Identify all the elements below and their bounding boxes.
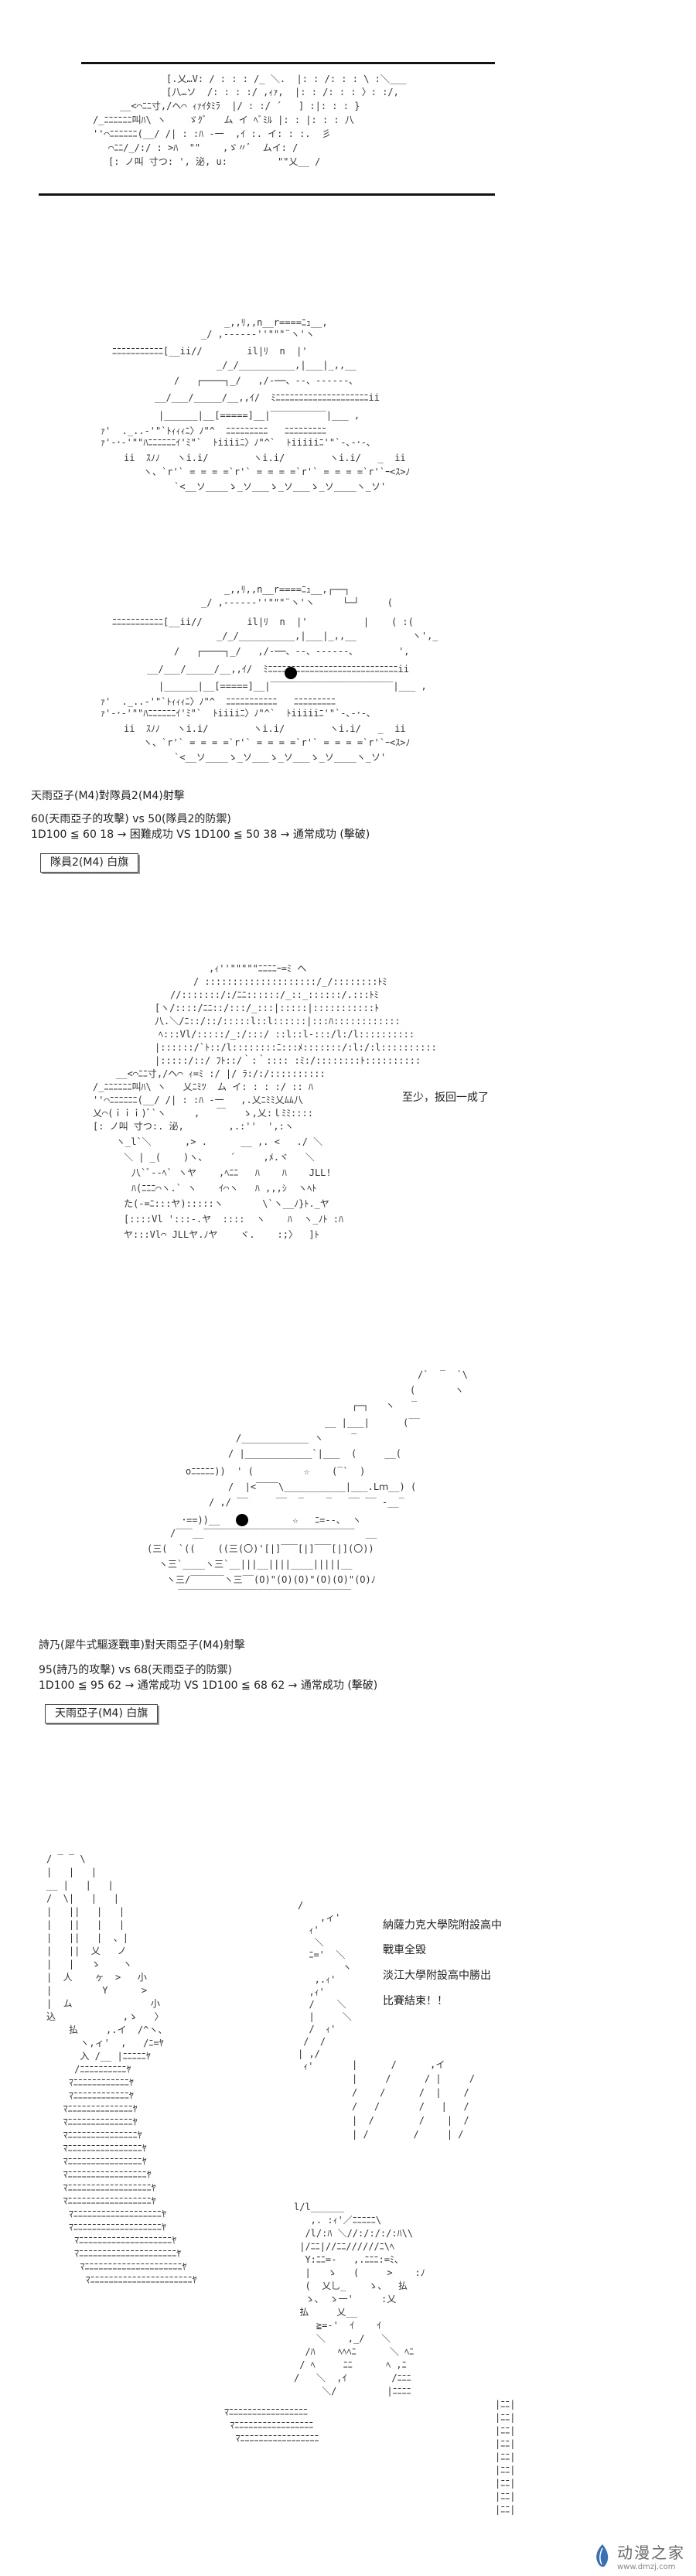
tank-aa-line: ヽ三/‾‾‾‾‾‾ヽ三‾‾(O)"(O)(O)"(O)(O)"(O)ﾉ [166, 1574, 376, 1585]
girl-aa-line: ヽ_l`＼ ,> . __ ,. < ./ ＼ [116, 1136, 323, 1147]
tank-aa-line: ┌─┐ ヽ ‾ [352, 1400, 418, 1411]
header-aa-line: ⌒ﾆﾆ/_/:/ : >ﾊ "" ,ゞ〃ﾞ ムイ: / [108, 142, 299, 153]
tank-aa-line: ii ｽﾉﾉ ヽi.i/ ヽi.i/ ヽi.i/ _ ii [124, 723, 406, 734]
tank-aa-line: `<__ソ____ゝ_ソ___ゝ_ソ___ゝ_ソ____ヽ_ソ' [174, 752, 387, 763]
lightning-ascii-art: / ,ィ' ｨ' ＼ ﾆ=' ＼ ヽ ,.ｨ' ,ｨ' / ＼ | ＼ / ｨ'… [298, 1900, 352, 2072]
tank-aa-line: ﾆﾆﾆﾆﾆﾆﾆﾆﾆﾆﾆ[__ii// il|ﾘ n |' | ( :( [112, 617, 414, 627]
header-aa-line: [.乂…V: / : : : /_ ＼. |: : /: : : \ :＼___ [166, 73, 407, 84]
speed-lines-ascii-art: | / ,イ | / / | / / / / | / / / / | / | /… [352, 2059, 475, 2140]
attack-title: 詩乃(犀牛式驅逐戰車)對天雨亞子(M4)射擊 [39, 1639, 245, 1652]
watermark-text: 动漫之家 www.dmzj.com [617, 2540, 685, 2571]
tank-aa-line: __/___/_____/__,,ｲ/ ﾐﾆﾆﾆﾆﾆﾆﾆﾆﾆﾆﾆﾆﾆﾆﾆﾆﾆﾆﾆ… [155, 392, 380, 403]
raised-hand-ascii-art: / ‾ ‾ \ | | | __ | | | / \| | | | || | |… [46, 1853, 197, 2285]
bottom-rule [39, 193, 495, 196]
watermark-url: www.dmzj.com [617, 2563, 676, 2571]
shell-fire-dot [236, 1514, 248, 1526]
attack-versus: 60(天雨亞子的攻擊) vs 50(隊員2的防禦) [31, 813, 231, 825]
attack-roll: 1D100 ≦ 60 18 → 困難成功 VS 1D100 ≦ 50 38 → … [31, 828, 370, 841]
header-aa-line: [: ノ叫 寸つ: ', 泌, u: ""乂__ / [108, 156, 321, 167]
top-rule [81, 62, 495, 64]
tank-aa-line: ( ヽ [410, 1385, 464, 1396]
tank-aa-line: ･==))__ ☆ ﾆ=--､ ヽ [182, 1515, 362, 1525]
leaf-logo-icon [596, 2544, 609, 2567]
tank-aa-line: / |____________`|___ ( __( [228, 1448, 408, 1459]
girl-aa-line: |::::::/`ﾄ::/l::::::::ﾆ:::ﾒ:::::::/:l:/:… [155, 1042, 437, 1053]
tank-aa-line: ヽ、`r'` = = = =`r'` = = = =`r'` = = = =`r… [143, 466, 411, 477]
tank-aa-line: / ┌────┐_/ ,/‐──、‐-、‐‐‐‐‐-､ ', [174, 646, 410, 657]
tank-aa-line: _/_/__________,|___|_,,__ [217, 360, 357, 371]
tank-aa-line: /‾‾‾__‾‾‾‾‾‾‾‾‾‾‾‾‾‾‾‾‾‾‾‾‾‾‾‾‾‾‾ __ [170, 1528, 377, 1539]
header-aa-line: __<⌒ﾆﾆ寸,/ヘ⌒ ｨｧｲﾀﾐﾗ |/ : :/ ´ ] :|: : : } [120, 101, 360, 111]
tank-aa-line: |______|__[=====]__|‾‾‾‾‾‾‾‾‾‾‾‾‾‾‾‾‾‾‾‾… [159, 681, 427, 692]
tank-aa-line: __/___/_____/__,,ｲ/ ﾐﾆﾆﾆﾆﾆﾆﾆﾆﾆﾆﾆﾆﾆﾆﾆﾆﾆﾆﾆ… [147, 664, 409, 675]
tank-aa-line: _,,ﾘ,,n__r====ﾆｭ__,┌──┐ [224, 584, 350, 595]
tank-aa-line: / ┌────┐_/ ,/‐──、‐-、‐‐‐‐‐-､ [174, 375, 354, 386]
girl-aa-line: 乂⌒(ｉｉｉ)ﾞ`ヽ , ￣ ゝ,乂:ｌﾐﾐ:::: [93, 1108, 313, 1119]
tank-aa-line: ‾‾‾‾‾‾‾‾‾‾‾‾‾‾‾‾‾‾‾‾‾‾‾‾‾‾‾‾‾‾‾ [178, 1588, 351, 1599]
skirt-ascii-art: ﾏﾆﾆﾆﾆﾆﾆﾆﾆﾆﾆﾆﾆﾆﾆﾆﾆﾆ ﾏﾆﾆﾆﾆﾆﾆﾆﾆﾆﾆﾆﾆﾆﾆﾆﾆﾆ ﾏﾆ… [224, 2407, 319, 2444]
watermark-name: 动漫之家 [617, 2544, 685, 2562]
girl-aa-line: ﾍ:::Vl/:::::/_:/:::/ ::l::l‐:::/l:/l::::… [159, 1029, 415, 1040]
tank-aa-line: /` ‾ `\ [418, 1369, 469, 1380]
tank-aa-line: ｧ'-･‐'""ﾊﾆﾆﾆﾆﾆﾆｲ'ﾐ"` ﾄiiiiﾆ〉ﾉ"^` ﾄiiiiiﾆ… [101, 437, 371, 448]
white-flag-label: 隊員2(M4) 白旗 [40, 853, 139, 873]
girl-aa-line: 八.＼/ﾆ::/::/:::::l::l::::::|:::ﾊ:::::::::… [155, 1016, 401, 1027]
tank-aa-line: _/ ,-‐‐‐‐‐''"""¨ヽ'ヽ [201, 329, 315, 340]
tank-aa-line: ｧ'-･‐'""ﾊﾆﾆﾆﾆﾆﾆｲ'ﾐ"` ﾄiiiiﾆ〉ﾉ"^` ﾄiiiiiﾆ… [101, 708, 371, 719]
girl-aa-line: ,ｨ''"""""ﾆﾆﾆﾆｰ=ﾐ ヘ [209, 963, 307, 974]
announce-line: 比賽結束！！ [383, 1995, 448, 2007]
girl-aa-line: た(‐=ﾆ:::ヤ):::::ヽ \`ヽ__ﾉ}ﾄ._ヤ [124, 1198, 329, 1209]
header-aa-line: [八…ソ /: : : :/ ,ｨｧ, |: : /: : : 〉: :/, [166, 87, 399, 97]
announce-line: 淡江大學附設高中勝出 [383, 1970, 491, 1982]
girl-aa-line: [::::Vl ':::-.ヤ :::: ヽ ﾊ ヽ_ﾉﾄ :ﾊ [124, 1214, 343, 1225]
tank-aa-line: ii ｽﾉﾉ ヽi.i/ ヽi.i/ ヽi.i/ _ ii [124, 453, 406, 463]
header-aa-line: /_ﾆﾆﾆﾆﾆﾆ叫ﾊ\ ヽ ゞｸﾞ ム イ ﾍﾞﾐﾙ |: : |: : : 八 [93, 114, 354, 125]
tank-aa-line: |______|__[=====]__|‾‾‾‾‾‾‾‾‾‾|___ , [159, 410, 360, 421]
white-flag-label: 天雨亞子(M4) 白旗 [45, 1704, 159, 1724]
tank-aa-line: ｧ' ._..‐'"`ﾄｨｨｨﾆ〉ﾉ"^ ﾆﾆﾆﾆﾆﾆﾆﾆﾆ ﾆﾆﾆﾆﾆﾆﾆﾆﾆ [101, 425, 327, 436]
tank-aa-line: oﾆﾆﾆﾆﾆ)) ' ( ☆ (‾` ) [186, 1466, 366, 1477]
announce-line: 戰車全毀 [383, 1944, 426, 1956]
girl-aa-line: ヤ:::Vl⌒ JLLヤ.ﾉヤ ヾ. :;〉 ]ﾄ [124, 1229, 319, 1240]
tank-aa-line: _/_/__________,|___|_,,__ ヽ',_ [217, 630, 438, 641]
header-aa-line: ''⌒ﾆﾆﾆﾆﾆﾆ(__/ /| : :ﾊ ‐一 ,ｲ :. イ: : :. 彡 [93, 128, 331, 139]
tank-aa-line: (三( `(( ((三(〇)'[|]‾‾‾[|]‾‾‾[|](〇)) [147, 1543, 374, 1554]
attack-roll: 1D100 ≦ 95 62 → 通常成功 VS 1D100 ≦ 68 62 → … [39, 1679, 378, 1692]
attack-versus: 95(詩乃的攻擊) vs 68(天雨亞子的防禦) [39, 1664, 232, 1676]
tank-aa-line: ヽ三`____ヽ三`__|||__||||____|||||__ [159, 1559, 358, 1570]
tank-aa-line: /____________ ヽ ‾ [236, 1433, 357, 1443]
tank-aa-line: ヽ、`r'` = = = =`r'` = = = =`r'` = = = =`r… [143, 737, 411, 748]
tank-aa-line: / |<‾‾‾‾\___________|___.Lｍ__) ( [228, 1481, 417, 1492]
girl-aa-line: __<⌒ﾆﾆ寸,/ヘ⌒ ｨ=ﾐ :/ |/ ﾗ:/:/:::::::::: [116, 1068, 326, 1079]
tank-aa-line: _,,ﾘ,,n__r====ﾆｭ__, [224, 317, 328, 328]
tank-aa-line: / ,/ ‾‾ ‾‾ ‾ ‾ ‾‾ ‾‾ -__‾ [209, 1497, 404, 1508]
girl-aa-line: [ヽ/::::/ﾆﾆ::/:::/_:::|:::::|:::::::::::ﾄ [155, 1003, 380, 1013]
tank-aa-line: ｧ' ._..‐'"`ﾄｨｨｨﾆ〉ﾉ"^ ﾆﾆﾆﾆﾆﾆﾆﾆﾆﾆﾆ ﾆﾆﾆﾆﾆﾆﾆ… [101, 696, 336, 707]
girl-aa-line: /_ﾆﾆﾆﾆﾆﾆ叫ﾊ\ ヽ 乂ﾆﾐﾂ ム イ: : : :/ :: ﾊ [93, 1081, 313, 1092]
girl-figure-ascii-art: l/l______ ,. :ｨ'／ﾆﾆﾆﾆﾆ\ /l/:ﾊ ＼//:/:/:/:… [294, 2202, 425, 2397]
girl-aa-line: ''⌒ﾆﾆﾆﾆﾆﾆ(__/ /| : :ﾊ ‐一 ,.乂ﾆﾐﾐ乂ﾑﾑ八 [93, 1095, 303, 1105]
girl-aa-line: / ::::::::::::::::::::/_/::::::::ﾄﾐ [193, 976, 387, 987]
tank-aa-line: __ |___| (‾‾ [325, 1417, 426, 1428]
watermark: 动漫之家 www.dmzj.com [592, 2540, 685, 2571]
tank-aa-line: _/ ,-‐‐‐‐‐''"""¨ヽ'ヽ └─┘ ( [201, 597, 393, 608]
girl-aa-line: 八`ﾞ‐-ﾍ` ヽヤ ,ﾍﾆﾆ ﾊ ﾊ JLL! [131, 1167, 332, 1178]
stripes-ascii-art: |ﾆﾆ| |ﾆﾆ| |ﾆﾆ| |ﾆﾆ| |ﾆﾆ| |ﾆﾆ| |ﾆﾆ| |ﾆﾆ| … [495, 2399, 516, 2515]
girl-aa-line: [: ノ叫 寸つ:. 泌, ,.:'' ',:ヽ [93, 1121, 294, 1132]
girl-aa-line: ＼ | _( )ヽ、 ´ ,ﾒ.ヾ ＼ [124, 1152, 315, 1163]
girl-aa-line: ﾊ(ﾆﾆﾆ⌒ヽ.` ヽ ｲ⌒ヽ ﾊ ,,,ｼ ヽﾍﾄ [131, 1183, 317, 1194]
shell-hit-dot [285, 667, 297, 679]
tank-aa-line: ﾆﾆﾆﾆﾆﾆﾆﾆﾆﾆﾆ[__ii// il|ﾘ n |' [112, 346, 308, 357]
announce-line: 納薩力克大學院附設高中 [383, 1919, 502, 1932]
girl-aa-line: |:::::/::/ ﾌﾄ::/｀:｀:::: :ﾐ:/::::::::ﾄ:::… [155, 1055, 421, 1066]
speech-text: 至少，扳回一成了 [402, 1092, 489, 1104]
tank-aa-line: `<__ソ____ゝ_ソ___ゝ_ソ___ゝ_ソ____ヽ_ソ' [174, 481, 387, 492]
girl-aa-line: //:::::::/:/ﾆﾆ::::::/_::_::::::/.:::ﾄﾐ [170, 989, 379, 1000]
attack-title: 天雨亞子(M4)對隊員2(M4)射擊 [31, 790, 185, 802]
